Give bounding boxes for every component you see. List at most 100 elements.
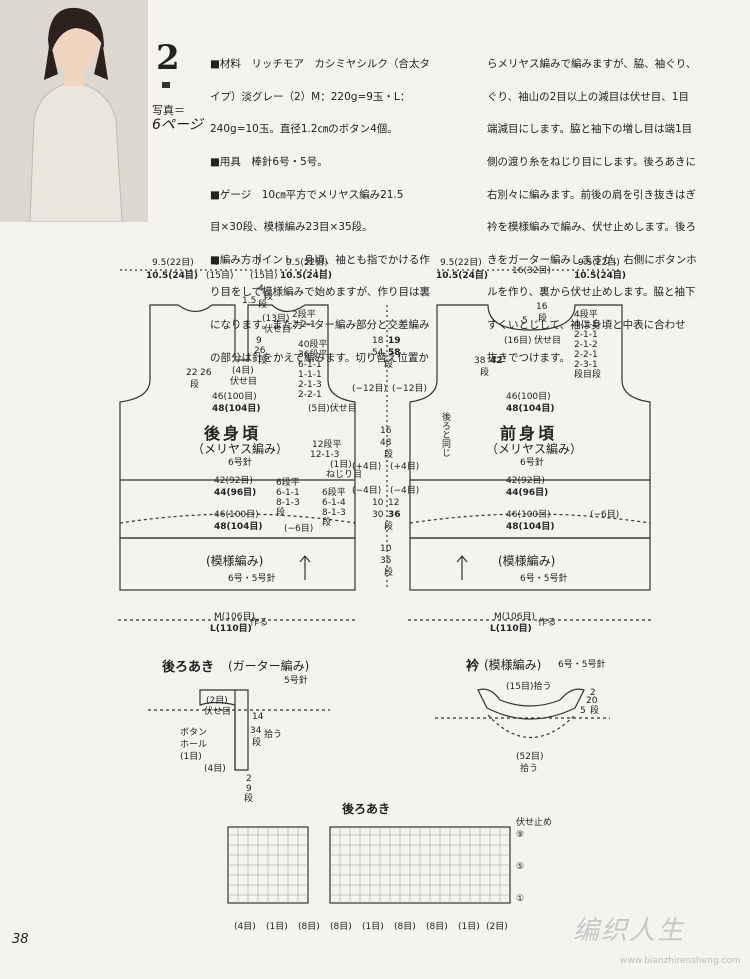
- sleeve-ref: 後ろと同じ: [440, 412, 450, 457]
- back-six-dan2: 6段平: [322, 488, 346, 498]
- front-dan: 段: [538, 314, 548, 324]
- center-dan2: 段: [384, 450, 394, 460]
- back-seven-a-st: (15目): [206, 271, 234, 281]
- back-twentysix-b: 26: [200, 368, 212, 378]
- center-minus12a: (−12目): [352, 384, 388, 394]
- collar-fiftytwo: (52目): [516, 752, 544, 762]
- back-r2: 1-1-1: [298, 370, 322, 380]
- front-top-l: 10.5(24目): [436, 271, 488, 281]
- back-r4: 2-2-1: [298, 390, 322, 400]
- page-number: 38: [12, 932, 29, 947]
- front-body-outline: [409, 304, 651, 539]
- back-forty-dan: 40段平: [298, 340, 328, 350]
- collar-sub: (模様編み): [484, 658, 542, 672]
- front-band-needle: 6号・5号針: [520, 574, 568, 584]
- front-needle: 6号針: [520, 458, 544, 468]
- collar-needle: 6号・5号針: [558, 660, 606, 670]
- front-f1: 4-1-1: [574, 320, 598, 330]
- front-fuse: 伏せ目: [534, 336, 562, 346]
- instruction-line: 抜きでつけます。: [487, 351, 570, 364]
- back-w42: 42(92目): [214, 476, 253, 486]
- instructions-column-1: ■材料 リッチモア カシミヤシルク（合太タ イプ）淡グレー（2）M：220g=9…: [210, 40, 480, 382]
- back-nejiri: ねじり目: [326, 470, 363, 480]
- instructions-column-2: らメリヤス編みで編みますが、脇、袖ぐり、 ぐり、袖山の2目以上の減目は伏せ目、1…: [487, 40, 750, 382]
- center-dan3: 段: [384, 522, 394, 532]
- photo-ref-label: 写真＝: [152, 104, 185, 117]
- back-cast-suffix: 作る: [250, 618, 269, 628]
- center-c30: 30: [372, 510, 384, 520]
- instruction-line: の部分は針をかえて編みます。切り替え位置か: [210, 351, 429, 364]
- front-w46b: 46(100目): [506, 510, 551, 520]
- center-plus4a: (+4目): [352, 462, 382, 472]
- front-top-m: 9.5(22目): [440, 258, 482, 268]
- instruction-line: すくいとじして、袖は身頃と中表に合わせ: [487, 319, 686, 332]
- center-d35: 35: [380, 556, 392, 566]
- back-band: [119, 537, 356, 591]
- collar-fifteen: (15目)拾う: [506, 682, 552, 692]
- bo-nine: 9: [246, 784, 252, 794]
- center-a19: 19: [388, 336, 401, 346]
- bo-thirtyfour: 34: [250, 726, 262, 736]
- front-fortytwo: 42: [490, 356, 503, 366]
- back-r3: 2-1-3: [298, 380, 322, 390]
- photo-ref-page: 6ページ: [152, 117, 203, 133]
- chart-row5: ⑤: [516, 862, 525, 872]
- back-w48b: 48(104目): [214, 522, 263, 532]
- front-w48b: 48(104目): [506, 522, 555, 532]
- back-twentysix: 26: [254, 346, 266, 356]
- instruction-line: ■材料 リッチモア カシミヤシルク（合太タ: [210, 58, 430, 71]
- front-title: 前身頃: [500, 424, 558, 443]
- instruction-line: 端減目にします。脇と袖下の増し目は端1目: [487, 123, 693, 136]
- front-f5: 2-3-1: [574, 360, 598, 370]
- front-cast-suffix: 作る: [538, 618, 557, 628]
- back-d3: 8-1-3: [276, 498, 300, 508]
- front-top-m-r: 9.5(22目): [578, 258, 620, 268]
- front-cast-l: L(110目): [490, 624, 532, 634]
- instruction-line: らメリヤス編みで編みますが、脇、袖ぐり、: [487, 58, 697, 71]
- collar-title: 衿: [466, 659, 480, 674]
- back-minus6: (−6目): [284, 524, 314, 534]
- back-needle: 6号針: [228, 458, 252, 468]
- chart-b1: (4目): [234, 922, 256, 932]
- back-one5: 1.5: [242, 296, 257, 306]
- back-top-m-r: 9.5(22目): [286, 258, 328, 268]
- instruction-line: ルを作り、裏から伏せ止めします。脇と袖下: [487, 286, 696, 299]
- chart-b7: (8目): [426, 922, 448, 932]
- instruction-line: きをガーター編みしますが、右側にボタンホ: [487, 253, 697, 266]
- watermark: 编织人生: [573, 916, 686, 946]
- collar-dan: 段: [590, 706, 600, 716]
- center-a54: 54: [372, 348, 384, 358]
- center-plus4b: (+4目): [390, 462, 420, 472]
- bo-two-st: (2目): [206, 696, 228, 706]
- back-opening-needle: 5号針: [284, 676, 308, 686]
- center-d10: 10: [380, 544, 392, 554]
- back-top-l: 10.5(24目): [146, 271, 198, 281]
- back-four-st: (4目): [232, 366, 254, 376]
- back-twentytwo: 22: [186, 368, 198, 378]
- instruction-line: ■ゲージ 10㎝平方でメリヤス編み21.5: [210, 188, 404, 201]
- instruction-line: イプ）淡グレー（2）M：220g=9玉・L：: [210, 90, 411, 103]
- bo-hirou: 拾う: [264, 730, 283, 740]
- bo-fuse: 伏せ目: [204, 707, 232, 717]
- front-pattern-band: (模様編み): [498, 554, 556, 568]
- chart-b4: (8目): [330, 922, 352, 932]
- chart-title: 後ろあき: [342, 802, 391, 816]
- instruction-line: 240g=10玉。直径1.2㎝のボタン4個。: [210, 123, 398, 136]
- back-dan2: 段: [276, 508, 286, 518]
- chart-b8: (1目): [458, 922, 480, 932]
- back-five-fuse: (5目)伏せ目: [308, 404, 357, 414]
- front-mid: 16(32目): [512, 266, 551, 276]
- front-f2: 2-1-1: [574, 330, 598, 340]
- pattern-marker: [162, 82, 170, 88]
- front-sixteen: 16: [536, 302, 548, 312]
- back-subtitle: （メリヤス編み）: [192, 442, 289, 456]
- center-c10: 10: [372, 498, 384, 508]
- back-one-st: (1目): [330, 460, 352, 470]
- back-d5: 8-1-3: [322, 508, 346, 518]
- bo-button: ボタン: [180, 728, 208, 738]
- back-w46: 46(100目): [212, 392, 257, 402]
- center-b48: 48: [380, 438, 392, 448]
- bo-one-st: (1目): [180, 752, 202, 762]
- center-c12: 12: [388, 498, 400, 508]
